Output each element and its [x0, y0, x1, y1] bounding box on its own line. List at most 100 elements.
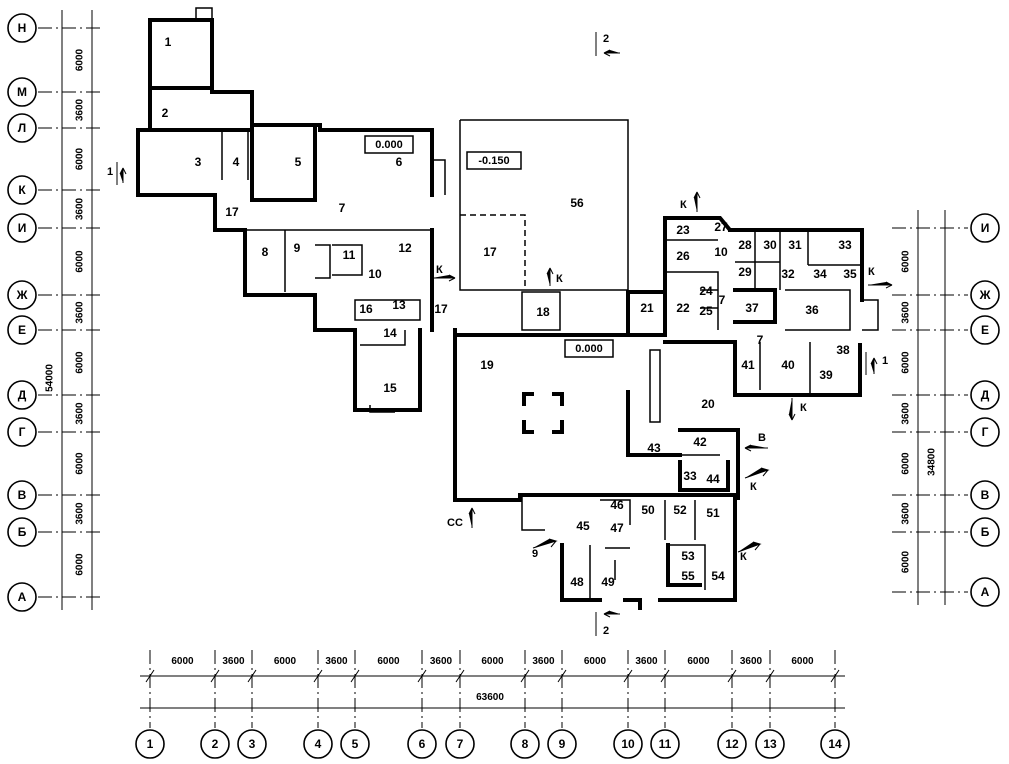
dimension-label: 6000 — [377, 656, 400, 667]
axis-label: 10 — [621, 737, 635, 751]
arrow-left-icon — [603, 610, 620, 618]
axis-label: Д — [18, 388, 27, 402]
room-number: 21 — [640, 301, 654, 315]
room-number: 44 — [706, 472, 720, 486]
axis-circle — [7, 213, 37, 243]
dimension-label: 3600 — [325, 656, 348, 667]
axis-circle — [7, 417, 37, 447]
axis-label: И — [981, 221, 990, 235]
dimension-label: 6000 — [791, 656, 814, 667]
axis-circle — [7, 582, 37, 612]
arrow-right-icon — [737, 541, 762, 553]
marker-label: К — [868, 266, 875, 278]
arrow-down-icon — [788, 398, 796, 421]
room-number: 46 — [610, 498, 624, 512]
axis-bubble: 14 — [820, 729, 850, 759]
room-number: 35 — [843, 267, 857, 281]
dimension-tick — [145, 669, 155, 683]
axis-circle — [200, 729, 230, 759]
dimension-label: 6000 — [901, 452, 912, 475]
marker-label: 9 — [532, 548, 538, 560]
room-number: 22 — [676, 301, 690, 315]
axis-label: 1 — [147, 737, 154, 751]
axis-label: Ж — [16, 288, 28, 302]
arrow-left-icon — [603, 49, 620, 57]
room-number: 7 — [757, 333, 764, 347]
axis-bubble: И — [970, 213, 1000, 243]
room-number: 18 — [536, 305, 550, 319]
dimension-tick — [520, 669, 530, 683]
level-box — [364, 135, 414, 154]
dimension-tick — [830, 669, 840, 683]
dimension-label: 6000 — [687, 656, 710, 667]
room-number: 33 — [838, 238, 852, 252]
axis-circle — [717, 729, 747, 759]
axis-circle — [820, 729, 850, 759]
axis-label: Б — [981, 525, 990, 539]
dimension-label: 6000 — [75, 452, 86, 475]
arrow-up-icon — [693, 191, 701, 212]
axis-label: 8 — [522, 737, 529, 751]
axis-circle — [340, 729, 370, 759]
axis-circle — [7, 280, 37, 310]
axis-circle — [407, 729, 437, 759]
axis-circle — [7, 517, 37, 547]
axis-bubble: 4 — [303, 729, 333, 759]
room-number: 54 — [711, 569, 725, 583]
room-number: 36 — [805, 303, 819, 317]
room-number: 47 — [610, 521, 624, 535]
room-number: 17 — [225, 205, 239, 219]
dimension-total-label: 34800 — [927, 448, 938, 476]
dimension-label: 6000 — [901, 250, 912, 273]
dimension-label: 3600 — [901, 402, 912, 425]
axis-label: 11 — [659, 737, 672, 751]
axis-label: В — [18, 488, 27, 502]
dimension-tick — [455, 669, 465, 683]
axis-circle — [970, 517, 1000, 547]
room-number: 2 — [162, 106, 169, 120]
axis-label: Ж — [979, 288, 991, 302]
section-label: 1 — [882, 355, 888, 367]
axis-label: 4 — [315, 737, 322, 751]
room-number: 34 — [813, 267, 827, 281]
grid-lines — [38, 27, 968, 728]
room-number: 33 — [683, 469, 697, 483]
marker-label: К — [800, 402, 807, 414]
room-number: 52 — [673, 503, 687, 517]
room-number: 38 — [836, 343, 850, 357]
room-number: 50 — [641, 503, 655, 517]
arrow-up-icon — [870, 357, 878, 374]
room-number: 45 — [576, 519, 590, 533]
dimension-label: 3600 — [740, 656, 763, 667]
room-number: 23 — [676, 223, 690, 237]
axis-bubble: 11 — [650, 729, 680, 759]
axis-bubble: Н — [7, 13, 37, 43]
axis-label: Г — [19, 425, 26, 439]
marker-label: К — [556, 273, 563, 285]
axis-bubble: К — [7, 175, 37, 205]
dimension-label: 3600 — [532, 656, 555, 667]
axis-circle — [970, 315, 1000, 345]
axis-label: Б — [18, 525, 27, 539]
axis-label: К — [18, 183, 26, 197]
dimension-label: 6000 — [901, 351, 912, 374]
axis-circle — [970, 577, 1000, 607]
room-number: 40 — [781, 358, 795, 372]
axis-label: Д — [981, 388, 990, 402]
dimension-tick — [623, 669, 633, 683]
arrow-right-icon — [744, 467, 770, 479]
room-number: 17 — [483, 245, 497, 259]
axis-circle — [7, 13, 37, 43]
axis-bubble: А — [970, 577, 1000, 607]
room-number: 30 — [763, 238, 777, 252]
axis-bubble: В — [970, 480, 1000, 510]
axis-circle — [7, 175, 37, 205]
axis-bubble: 13 — [755, 729, 785, 759]
dimension-tick — [765, 669, 775, 683]
axis-label: И — [18, 221, 27, 235]
axis-bubble: Е — [7, 315, 37, 345]
room-number: 25 — [699, 304, 713, 318]
level-label: 0.000 — [575, 343, 603, 355]
